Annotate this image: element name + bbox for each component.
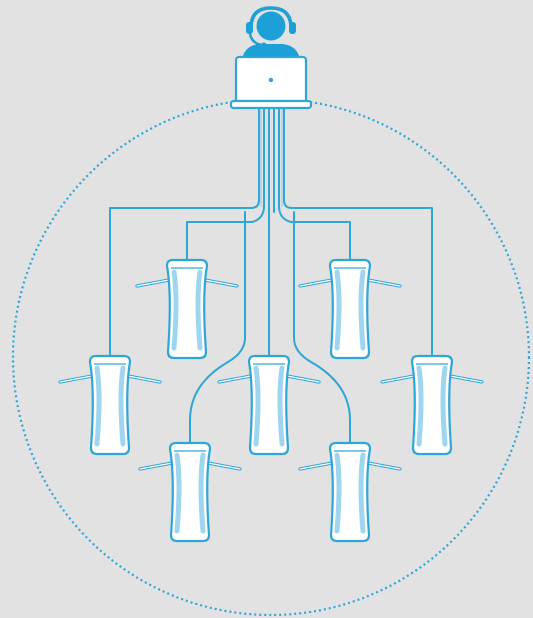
connection-upper-right: [279, 206, 350, 262]
node-upper-right: [300, 260, 400, 358]
node-left: [60, 356, 160, 454]
node-right: [382, 356, 482, 454]
node-upper-left: [137, 260, 237, 358]
node-lower-left: [140, 443, 240, 541]
laptop-icon: [231, 57, 311, 108]
node-center: [219, 356, 319, 454]
router-nodes: [60, 260, 482, 541]
cable-bundle: [259, 108, 284, 212]
connection-upper-left: [187, 206, 264, 262]
operator-icon: [242, 8, 300, 60]
node-lower-right: [300, 443, 400, 541]
